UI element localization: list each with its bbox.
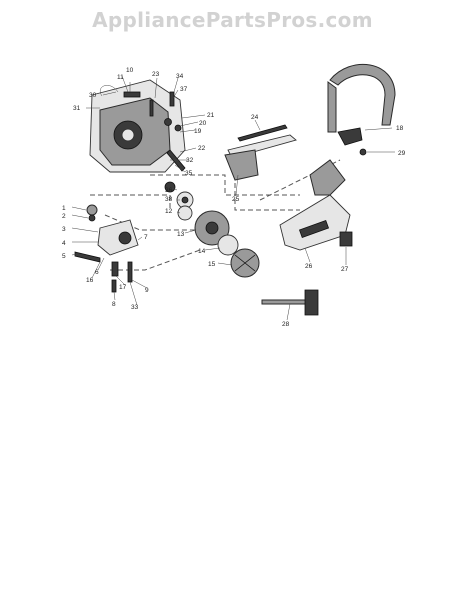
callout-30: 30 — [89, 92, 97, 99]
cable-loop — [100, 85, 119, 97]
handle-grip — [327, 81, 337, 133]
callout-5: 5 — [62, 253, 66, 260]
callout-25: 25 — [232, 196, 240, 203]
clutch-hub — [205, 221, 219, 235]
callout-2: 2 — [62, 213, 66, 220]
callout-9: 9 — [145, 287, 149, 294]
handle-foot — [337, 127, 363, 146]
washer — [174, 124, 182, 132]
pump-body — [97, 219, 139, 256]
bar-nut — [339, 231, 353, 247]
fitting — [111, 261, 119, 277]
spacer — [177, 205, 193, 221]
assembly-guide-line — [110, 249, 201, 271]
callout-32: 32 — [186, 157, 194, 164]
pin — [111, 279, 117, 293]
bearing — [164, 181, 176, 193]
callout-34: 34 — [176, 73, 184, 80]
callout-1: 1 — [62, 205, 66, 212]
assembly-guide-line — [150, 174, 300, 196]
screw — [359, 148, 367, 156]
bolt — [169, 91, 175, 107]
callout-37: 37 — [180, 86, 188, 93]
callout-38: 38 — [165, 196, 173, 203]
callout-3: 3 — [62, 226, 66, 233]
callout-20: 20 — [199, 120, 207, 127]
front-handle — [329, 64, 396, 126]
nut — [164, 118, 172, 126]
cover-slot — [298, 219, 330, 239]
callout-19: 19 — [194, 128, 202, 135]
assembly-guide-line — [90, 194, 171, 210]
disc — [217, 234, 239, 256]
callout-11: 11 — [117, 74, 124, 81]
nut — [88, 214, 96, 222]
callout-35: 35 — [185, 170, 193, 177]
callout-8: 8 — [112, 301, 116, 308]
leader-lines — [71, 75, 395, 321]
callout-18: 18 — [396, 125, 404, 132]
pump-port — [118, 231, 132, 245]
saw-chain — [237, 124, 288, 142]
callout-15: 15 — [208, 261, 216, 268]
callout-6: 6 — [95, 269, 99, 276]
clutch-spokes — [234, 254, 256, 272]
chain-cover-plate — [309, 159, 346, 196]
assembly-guide-line — [104, 214, 200, 231]
scrench-tool — [261, 299, 311, 305]
washer-hole — [181, 196, 189, 204]
callout-24: 24 — [251, 114, 259, 121]
adjusting-screw — [74, 251, 101, 263]
assembly-guide-line — [234, 175, 300, 211]
callout-33: 33 — [131, 304, 139, 311]
site-watermark: AppliancePartsPros.com — [92, 8, 373, 32]
scrench-head — [304, 289, 319, 316]
callout-labels: 1 2 3 4 5 6 7 8 9 10 11 12 13 14 15 16 1… — [62, 67, 406, 328]
callout-17: 17 — [119, 284, 127, 291]
callout-21: 21 — [207, 112, 215, 119]
callout-13: 13 — [177, 231, 185, 238]
callout-31: 31 — [73, 105, 81, 112]
callout-12: 12 — [165, 208, 173, 215]
callout-36: 36 — [165, 187, 173, 194]
chain-cover — [279, 194, 351, 251]
stud — [166, 149, 186, 172]
callout-27: 27 — [341, 266, 349, 273]
screw — [127, 261, 133, 283]
callout-4: 4 — [62, 240, 66, 247]
knob — [86, 204, 98, 216]
pin — [149, 99, 154, 117]
bar-plate — [224, 149, 259, 181]
callout-28: 28 — [282, 321, 290, 328]
callout-26: 26 — [305, 263, 313, 270]
callout-23: 23 — [152, 71, 160, 78]
callout-7: 7 — [144, 234, 148, 241]
callout-29: 29 — [398, 150, 406, 157]
callout-10: 10 — [126, 67, 134, 74]
callout-14: 14 — [198, 248, 206, 255]
callout-16: 16 — [86, 277, 94, 284]
callout-22: 22 — [198, 145, 206, 152]
housing-bore-center — [121, 128, 135, 142]
clip — [123, 91, 141, 98]
